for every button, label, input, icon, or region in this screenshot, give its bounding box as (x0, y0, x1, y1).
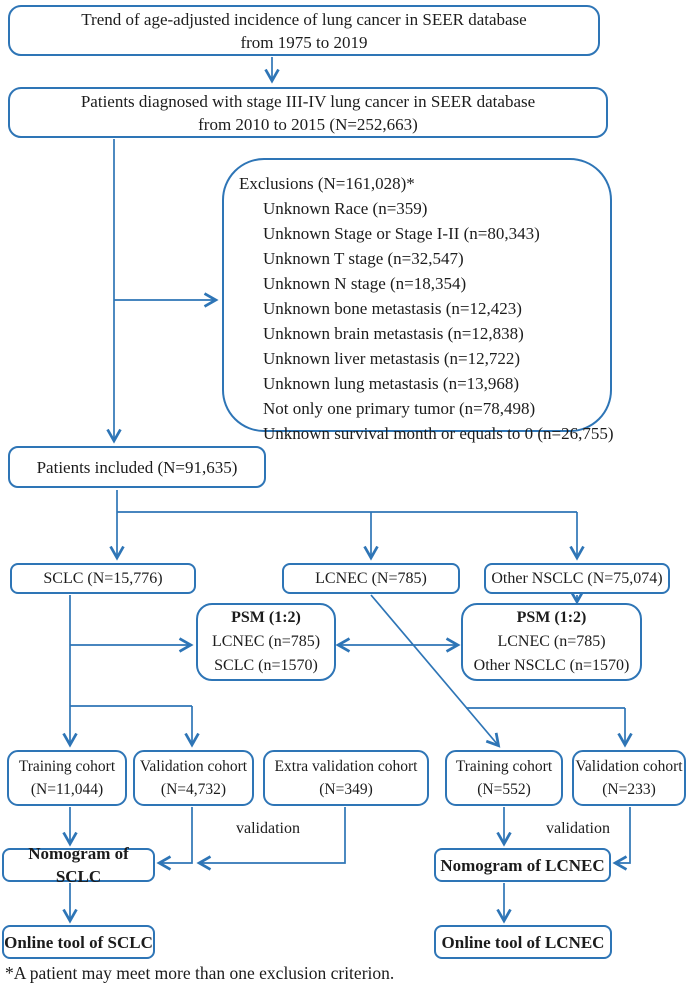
psm-sclc-line1: LCNEC (n=785) (211, 633, 321, 650)
included-box: Patients included (N=91,635) (8, 446, 266, 488)
validation-lcnec-box: Validation cohort (N=233) (572, 750, 686, 806)
nomogram-lcnec-box: Nomogram of LCNEC (434, 848, 611, 882)
psm-nsclc-title: PSM (1:2) (516, 609, 587, 626)
psm-nsclc-line2: Other NSCLC (n=1570) (473, 657, 630, 674)
nomogram-sclc-label: Nomogram of SCLC (28, 844, 129, 886)
online-tool-sclc-box: Online tool of SCLC (2, 925, 155, 959)
validation-sclc-line1: Validation cohort (139, 758, 248, 775)
trend-line2: from 1975 to 2019 (240, 32, 368, 52)
nomogram-sclc-box: Nomogram of SCLC (2, 844, 155, 886)
nomogram-lcnec-label: Nomogram of LCNEC (440, 855, 605, 875)
included-label: Patients included (N=91,635) (36, 457, 238, 477)
diagnosed-box: Patients diagnosed with stage III-IV lun… (8, 87, 608, 138)
exclusion-item: Unknown Stage or Stage I-II (n=80,343) (263, 224, 540, 243)
exclusion-item: Unknown N stage (n=18,354) (263, 274, 467, 293)
psm-sclc-line2: SCLC (n=1570) (214, 657, 318, 674)
footnote: *A patient may meet more than one exclus… (5, 963, 395, 983)
extra-validation-box: Extra validation cohort (N=349) (263, 750, 429, 806)
validation-label-right: validation (546, 820, 610, 837)
training-sclc-line2: (N=11,044) (30, 781, 104, 798)
exclusion-item: Unknown liver metastasis (n=12,722) (263, 349, 520, 368)
training-lcnec-line1: Training cohort (455, 758, 553, 775)
training-sclc-box: Training cohort (N=11,044) (7, 750, 127, 806)
exclusion-item: Unknown T stage (n=32,547) (263, 249, 464, 268)
exclusion-item: Unknown brain metastasis (n=12,838) (263, 324, 524, 343)
diagnosed-line2: from 2010 to 2015 (N=252,663) (198, 114, 418, 134)
exclusion-item: Unknown survival month or equals to 0 (n… (263, 424, 614, 443)
other-nsclc-box: Other NSCLC (N=75,074) (484, 563, 670, 594)
extra-validation-line2: (N=349) (319, 781, 373, 798)
trend-line1: Trend of age-adjusted incidence of lung … (81, 9, 527, 29)
online-tool-lcnec-label: Online tool of LCNEC (441, 932, 605, 952)
trend-box: Trend of age-adjusted incidence of lung … (8, 5, 600, 56)
training-lcnec-line2: (N=552) (477, 781, 531, 798)
exclusion-item: Unknown bone metastasis (n=12,423) (263, 299, 522, 318)
exclusions-title: Exclusions (N=161,028)* (239, 174, 415, 193)
psm-nsclc-box: PSM (1:2) LCNEC (n=785) Other NSCLC (n=1… (461, 603, 642, 681)
exclusion-item: Unknown Race (n=359) (263, 199, 428, 218)
online-tool-lcnec-box: Online tool of LCNEC (434, 925, 612, 959)
sclc-label: SCLC (N=15,776) (43, 570, 163, 587)
online-tool-sclc-label: Online tool of SCLC (4, 932, 153, 952)
psm-sclc-title: PSM (1:2) (231, 609, 301, 626)
extra-validation-line1: Extra validation cohort (274, 758, 418, 775)
validation-label-left: validation (236, 820, 300, 837)
training-lcnec-box: Training cohort (N=552) (445, 750, 563, 806)
diagnosed-line1: Patients diagnosed with stage III-IV lun… (80, 91, 536, 111)
other-nsclc-label: Other NSCLC (N=75,074) (491, 570, 663, 587)
exclusion-item: Not only one primary tumor (n=78,498) (263, 399, 536, 418)
validation-sclc-line2: (N=4,732) (160, 781, 227, 798)
psm-sclc-box: PSM (1:2) LCNEC (n=785) SCLC (n=1570) (196, 603, 336, 681)
lcnec-label: LCNEC (N=785) (315, 570, 427, 587)
validation-sclc-box: Validation cohort (N=4,732) (133, 750, 254, 806)
lcnec-box: LCNEC (N=785) (282, 563, 460, 594)
exclusion-item: Unknown lung metastasis (n=13,968) (263, 374, 520, 393)
training-sclc-line1: Training cohort (18, 758, 116, 775)
validation-lcnec-line2: (N=233) (602, 781, 656, 798)
psm-nsclc-line1: LCNEC (n=785) (497, 633, 606, 650)
validation-lcnec-line1: Validation cohort (575, 758, 683, 775)
sclc-box: SCLC (N=15,776) (10, 563, 196, 594)
exclusions-box: Exclusions (N=161,028)* Unknown Race (n=… (222, 158, 614, 443)
